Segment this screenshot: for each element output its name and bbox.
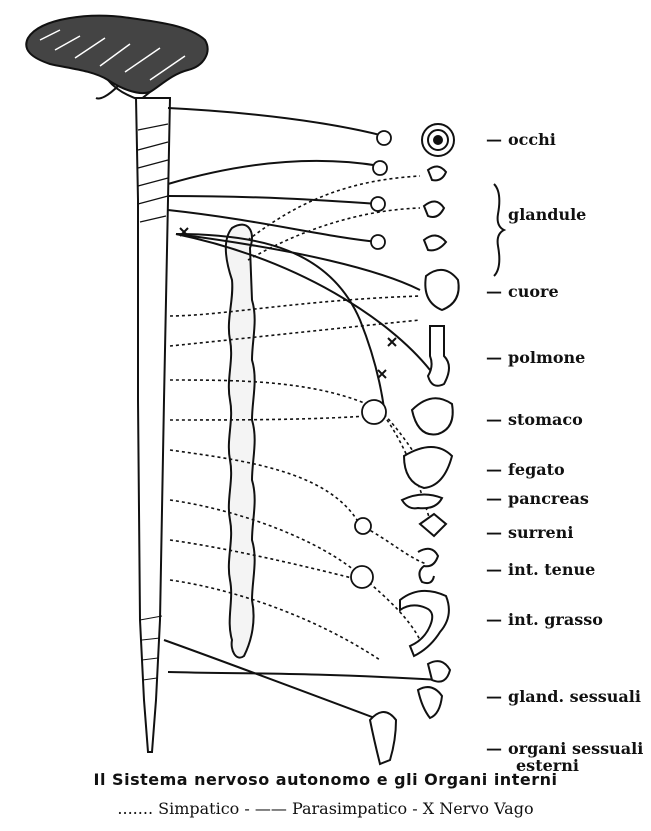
label-glandule: glandule <box>508 206 586 224</box>
label-surreni: —surreni <box>486 524 573 542</box>
lung-drawing <box>428 326 449 386</box>
glandule-brace <box>494 184 504 276</box>
adrenal-drawing <box>420 514 446 536</box>
parasympathetic-nerves <box>164 108 440 720</box>
label-gland-sessuali: —gland. sessuali <box>486 688 641 706</box>
label-int-grasso: —int. grasso <box>486 611 603 629</box>
label-fegato: —fegato <box>486 461 565 479</box>
sympathetic-nerves <box>170 176 430 660</box>
label-stomaco: —stomaco <box>486 411 583 429</box>
spinal-cord <box>136 98 170 752</box>
figure-legend: ....... Simpatico - —— Parasimpatico - X… <box>0 799 651 818</box>
label-pancreas: —pancreas <box>486 490 589 508</box>
gonad-drawing <box>428 661 450 682</box>
ganglia <box>351 131 391 588</box>
heart-drawing <box>425 270 458 310</box>
pancreas-drawing <box>402 494 442 508</box>
large-intestine-drawing <box>400 591 449 656</box>
eye-icon <box>422 124 454 156</box>
brain-drawing <box>26 16 207 100</box>
stomach-drawing <box>412 398 453 434</box>
gland-drawings <box>424 166 446 250</box>
label-occhi: —occhi <box>486 131 556 149</box>
organ-drawings <box>370 124 459 764</box>
figure-caption-title: Il Sistema nervoso autonomo e gli Organi… <box>0 770 651 789</box>
external-organ-drawing <box>370 712 396 764</box>
label-int-tenue: —int. tenue <box>486 561 595 579</box>
small-intestine-drawing <box>418 549 438 583</box>
liver-drawing <box>404 447 452 488</box>
label-polmone: —polmone <box>486 349 585 367</box>
label-cuore: —cuore <box>486 283 559 301</box>
